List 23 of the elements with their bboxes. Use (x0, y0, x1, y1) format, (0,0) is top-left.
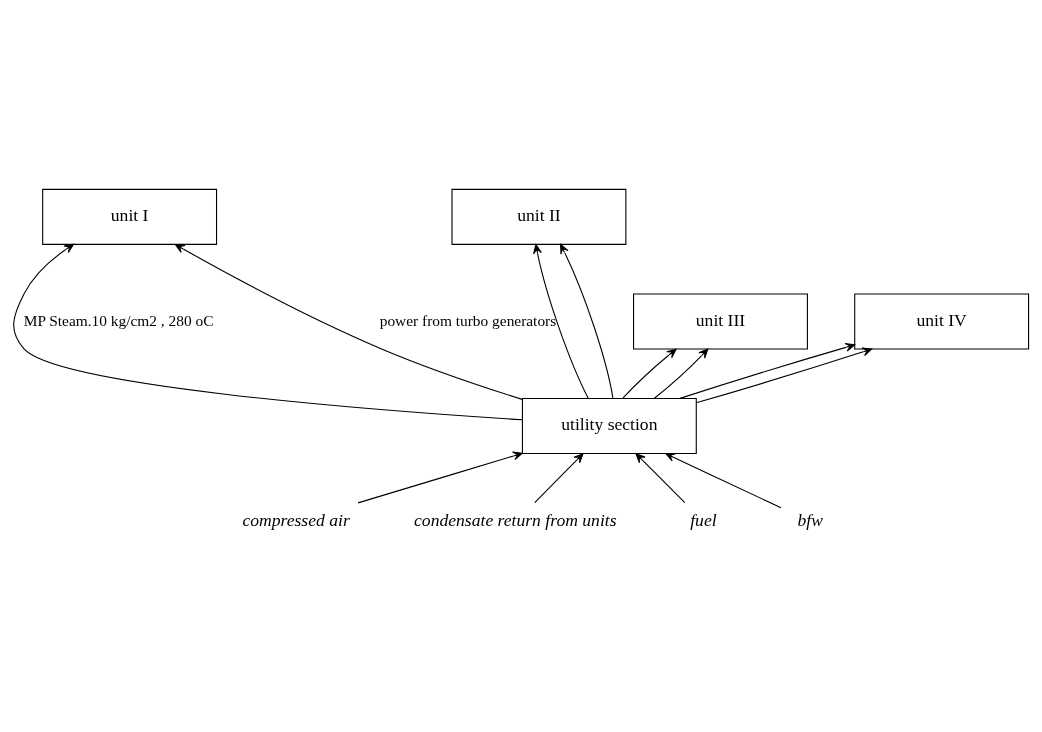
arrow (13, 243, 523, 421)
node-box: unit II (451, 188, 627, 245)
node-box: unit III (633, 293, 808, 350)
arrow (560, 244, 614, 399)
edge-label: MP Steam.10 kg/cm2 , 280 oC (23, 311, 214, 329)
node-text: condensate return from units (414, 509, 617, 530)
edge-label: power from turbo generators (379, 311, 557, 329)
arrow (653, 348, 709, 399)
arrow (533, 244, 589, 399)
node-box: utility section (521, 397, 697, 455)
arrow (357, 451, 523, 504)
node-box: unit I (42, 188, 218, 245)
arrow (622, 348, 677, 399)
arrow (679, 342, 856, 399)
arrow (174, 244, 523, 400)
node-box: unit IV (854, 293, 1030, 350)
node-text: fuel (690, 509, 717, 530)
node-text: compressed air (242, 509, 350, 530)
node-text: bfw (797, 509, 823, 530)
arrow (635, 453, 686, 504)
arrow (665, 453, 782, 509)
arrow (695, 347, 873, 404)
arrow (534, 453, 584, 504)
